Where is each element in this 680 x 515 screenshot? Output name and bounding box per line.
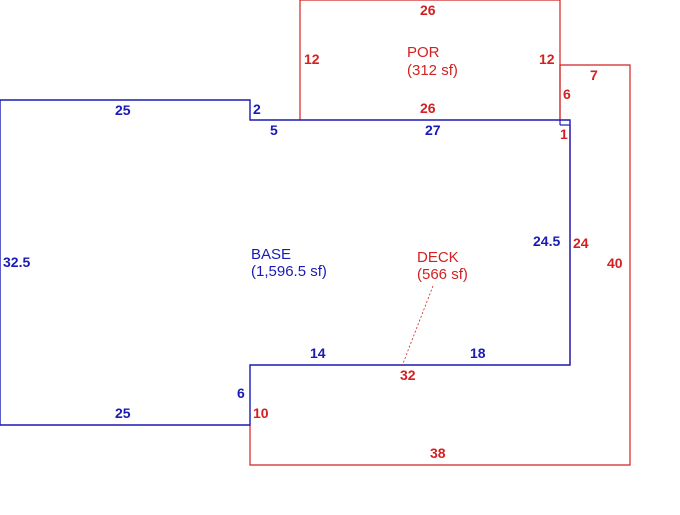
deck-dim-top: 7: [590, 67, 598, 83]
deck-dim-inner-bottom: 32: [400, 367, 416, 383]
porch-outline: [299, 0, 561, 120]
deck-dim-inner-right: 24: [573, 235, 589, 251]
base-dim-right: 24.5: [533, 233, 560, 249]
porch-size-label: (312 sf): [407, 62, 458, 79]
base-dim-bottom-right: 18: [470, 345, 486, 361]
base-name-label: BASE: [251, 246, 291, 263]
porch-dim-right: 12: [539, 51, 555, 67]
porch-name-label: POR: [407, 44, 440, 61]
base-dim-top-left: 25: [115, 102, 131, 118]
porch-dim-top: 26: [420, 2, 436, 18]
deck-dim-left: 10: [253, 405, 269, 421]
base-dim-bottom-mid: 14: [310, 345, 326, 361]
base-size-label: (1,596.5 sf): [251, 263, 327, 280]
deck-dim-right: 40: [607, 255, 623, 271]
porch-dim-left: 12: [304, 51, 320, 67]
deck-dim-upper-left: 6: [563, 86, 571, 102]
base-dim-bottom-left: 25: [115, 405, 131, 421]
base-dim-inner-left: 6: [237, 385, 245, 401]
base-dim-step-up: 2: [253, 101, 261, 117]
porch-dim-bottom: 26: [420, 100, 436, 116]
deck-leader-line: [401, 285, 434, 367]
deck-dim-bottom: 38: [430, 445, 446, 461]
base-dim-left: 32.5: [3, 254, 30, 270]
deck-size-label: (566 sf): [417, 266, 468, 283]
deck-name-label: DECK: [417, 249, 459, 266]
base-dim-step-in: 5: [270, 122, 278, 138]
base-dim-top-right: 27: [425, 122, 441, 138]
base-outline: [0, 99, 571, 426]
base-dim-right-step: 1: [560, 126, 568, 142]
